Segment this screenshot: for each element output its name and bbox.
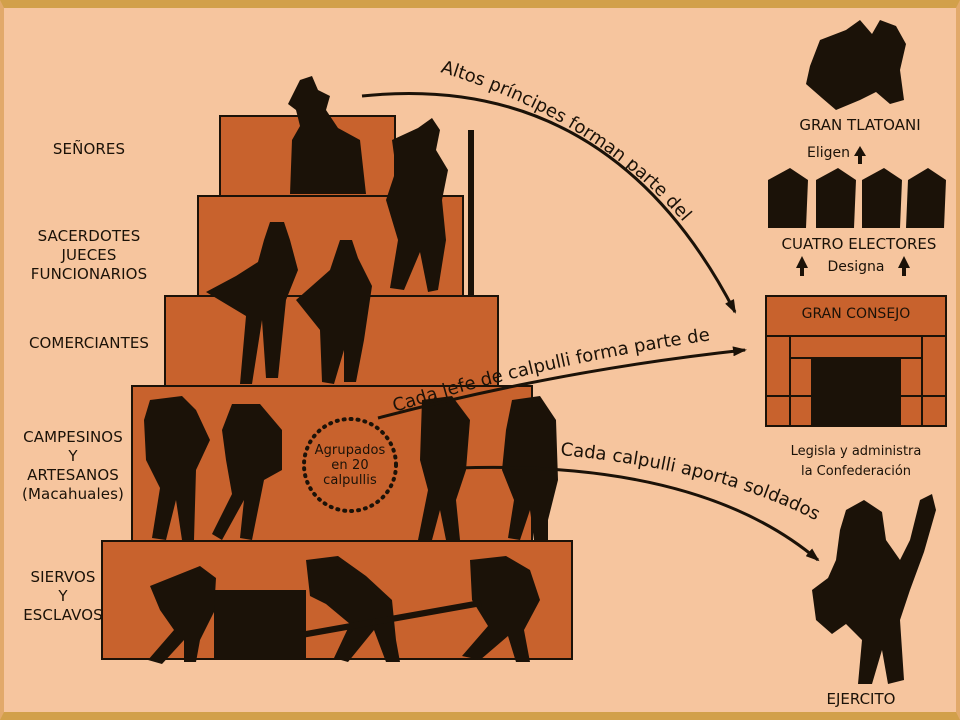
tlatoani-headdress-figure <box>806 20 906 110</box>
servant-figures <box>148 556 540 664</box>
figure-silhouettes <box>144 76 558 664</box>
label-siervos: SIERVOS Y ESCLAVOS <box>23 568 103 624</box>
lord-figure <box>288 76 366 194</box>
up-arrow-designa-left <box>796 256 808 276</box>
arrow-altos <box>361 92 737 314</box>
cuatro-electores-title: CUATRO ELECTORES <box>781 235 937 253</box>
small-arrows <box>796 146 910 276</box>
gran-consejo-building <box>765 295 947 427</box>
gran-tlatoani-title: GRAN TLATOANI <box>799 116 921 134</box>
arrow-aporta <box>457 465 820 562</box>
label-senores: SEÑORES <box>52 140 126 158</box>
designa-label: Designa <box>827 259 885 275</box>
up-arrow-designa-right <box>898 256 910 276</box>
label-campesinos: CAMPESINOS Y ARTESANOS (Macahuales) <box>22 428 124 503</box>
legisla-text: Legisla y administra la Confederación <box>790 444 922 479</box>
label-sacerdotes: SACERDOTES JUECES FUNCIONARIOS <box>30 227 148 283</box>
arrows <box>361 92 820 562</box>
four-electors-figures <box>768 168 946 228</box>
calpulli-text: Agrupados en 20 calpullis <box>314 443 386 488</box>
warrior-figure <box>812 494 936 684</box>
gran-consejo-title: GRAN CONSEJO <box>801 306 911 322</box>
officials-figures <box>206 222 372 384</box>
arrow-jefe <box>377 346 747 420</box>
label-comerciantes: COMERCIANTES <box>28 334 150 352</box>
priest-figure <box>386 118 474 295</box>
calpulli-circle <box>302 417 398 513</box>
up-arrow-eligen <box>854 146 866 164</box>
ejercito-title: EJERCITO <box>826 690 896 708</box>
farmer-figures <box>144 396 558 540</box>
eligen-label: Eligen <box>807 145 850 161</box>
